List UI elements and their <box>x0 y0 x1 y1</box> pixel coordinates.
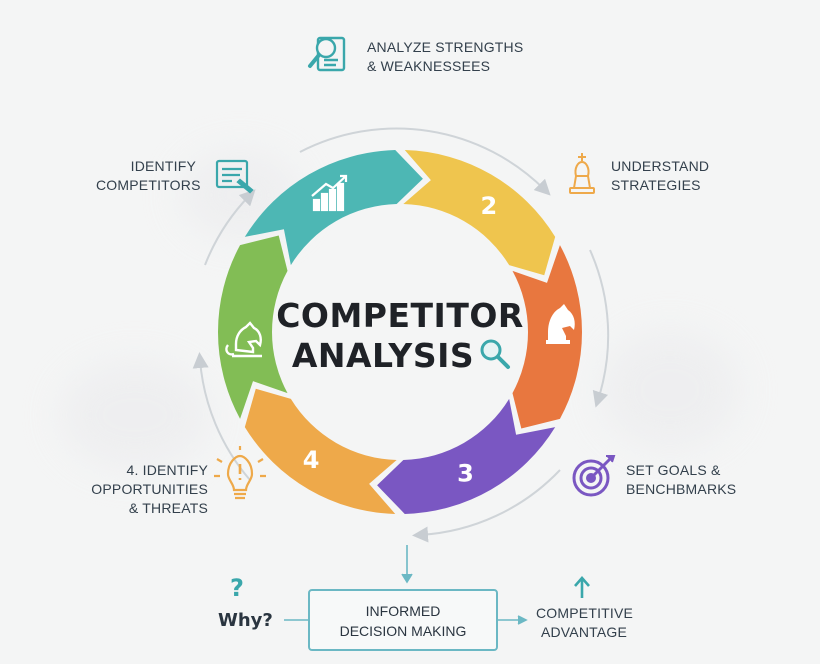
why-label: Why? <box>218 610 273 631</box>
page-title: COMPETITOR ANALYSIS <box>250 296 550 376</box>
segment-number: 4 <box>303 446 320 474</box>
ring-segments <box>217 150 582 514</box>
decision-line: DECISION MAKING <box>339 623 467 639</box>
advantage-line: ADVANTAGE <box>540 624 628 640</box>
step-understand: UNDERSTAND STRATEGIES <box>611 157 709 195</box>
step-label-line: & THREATS <box>128 500 208 516</box>
target-icon <box>572 455 616 497</box>
decision-box: INFORMED DECISION MAKING <box>308 589 498 651</box>
flow-connectors <box>284 545 528 625</box>
search-icon <box>480 339 510 369</box>
step-analyze: ANALYZE STRENGTHS & WEAKNESSEES <box>367 38 523 76</box>
chess-knight-icon <box>546 304 575 344</box>
chess-knight-icon <box>225 321 262 358</box>
step-label-line: BENCHBMARKS <box>626 481 737 497</box>
step-label-line: COMPETITORS <box>96 177 201 193</box>
light-bulb-icon <box>214 446 266 500</box>
ring-segment <box>244 388 397 514</box>
ring-segment <box>512 245 582 429</box>
advantage-line: COMPETITIVE <box>536 605 634 621</box>
step-label-line: & WEAKNESSEES <box>367 58 491 74</box>
decision-line: INFORMED <box>365 603 441 619</box>
magnifier-document-icon <box>308 36 346 72</box>
segment-number: 3 <box>457 459 474 487</box>
title-line-1: COMPETITOR <box>276 296 524 335</box>
step-label-line: SET GOALS & <box>626 462 721 478</box>
ring-segment <box>377 398 556 514</box>
step-identify-competitors: IDENTIFY COMPETITORS <box>96 157 201 195</box>
step-label-line: 4. IDENTIFY OPPORTUNITIES <box>91 462 208 497</box>
competitive-advantage-label: COMPETITIVE ADVANTAGE <box>536 604 634 642</box>
title-line-2: ANALYSIS <box>291 336 475 375</box>
ring-segment <box>403 150 556 276</box>
step-opportunities: 4. IDENTIFY OPPORTUNITIES & THREATS <box>14 461 208 518</box>
outer-cycle-arrows <box>192 127 610 543</box>
step-label-line: UNDERSTAND <box>611 158 710 174</box>
question-mark-icon: ? <box>230 574 244 602</box>
step-label-line: ANALYZE STRENGTHS <box>367 39 524 55</box>
step-set-goals: SET GOALS & BENCHBMARKS <box>626 461 736 499</box>
up-arrow-icon <box>574 576 590 598</box>
segment-number: 2 <box>481 192 498 220</box>
background-blob <box>60 360 210 470</box>
chess-king-icon <box>569 153 595 194</box>
background-blob <box>600 330 740 450</box>
step-label-line: STRATEGIES <box>611 177 701 193</box>
step-label-line: IDENTIFY <box>130 158 196 174</box>
ring-numbers: 2 3 4 <box>303 192 498 487</box>
document-pencil-icon <box>215 159 254 194</box>
bar-chart-icon <box>311 174 348 212</box>
